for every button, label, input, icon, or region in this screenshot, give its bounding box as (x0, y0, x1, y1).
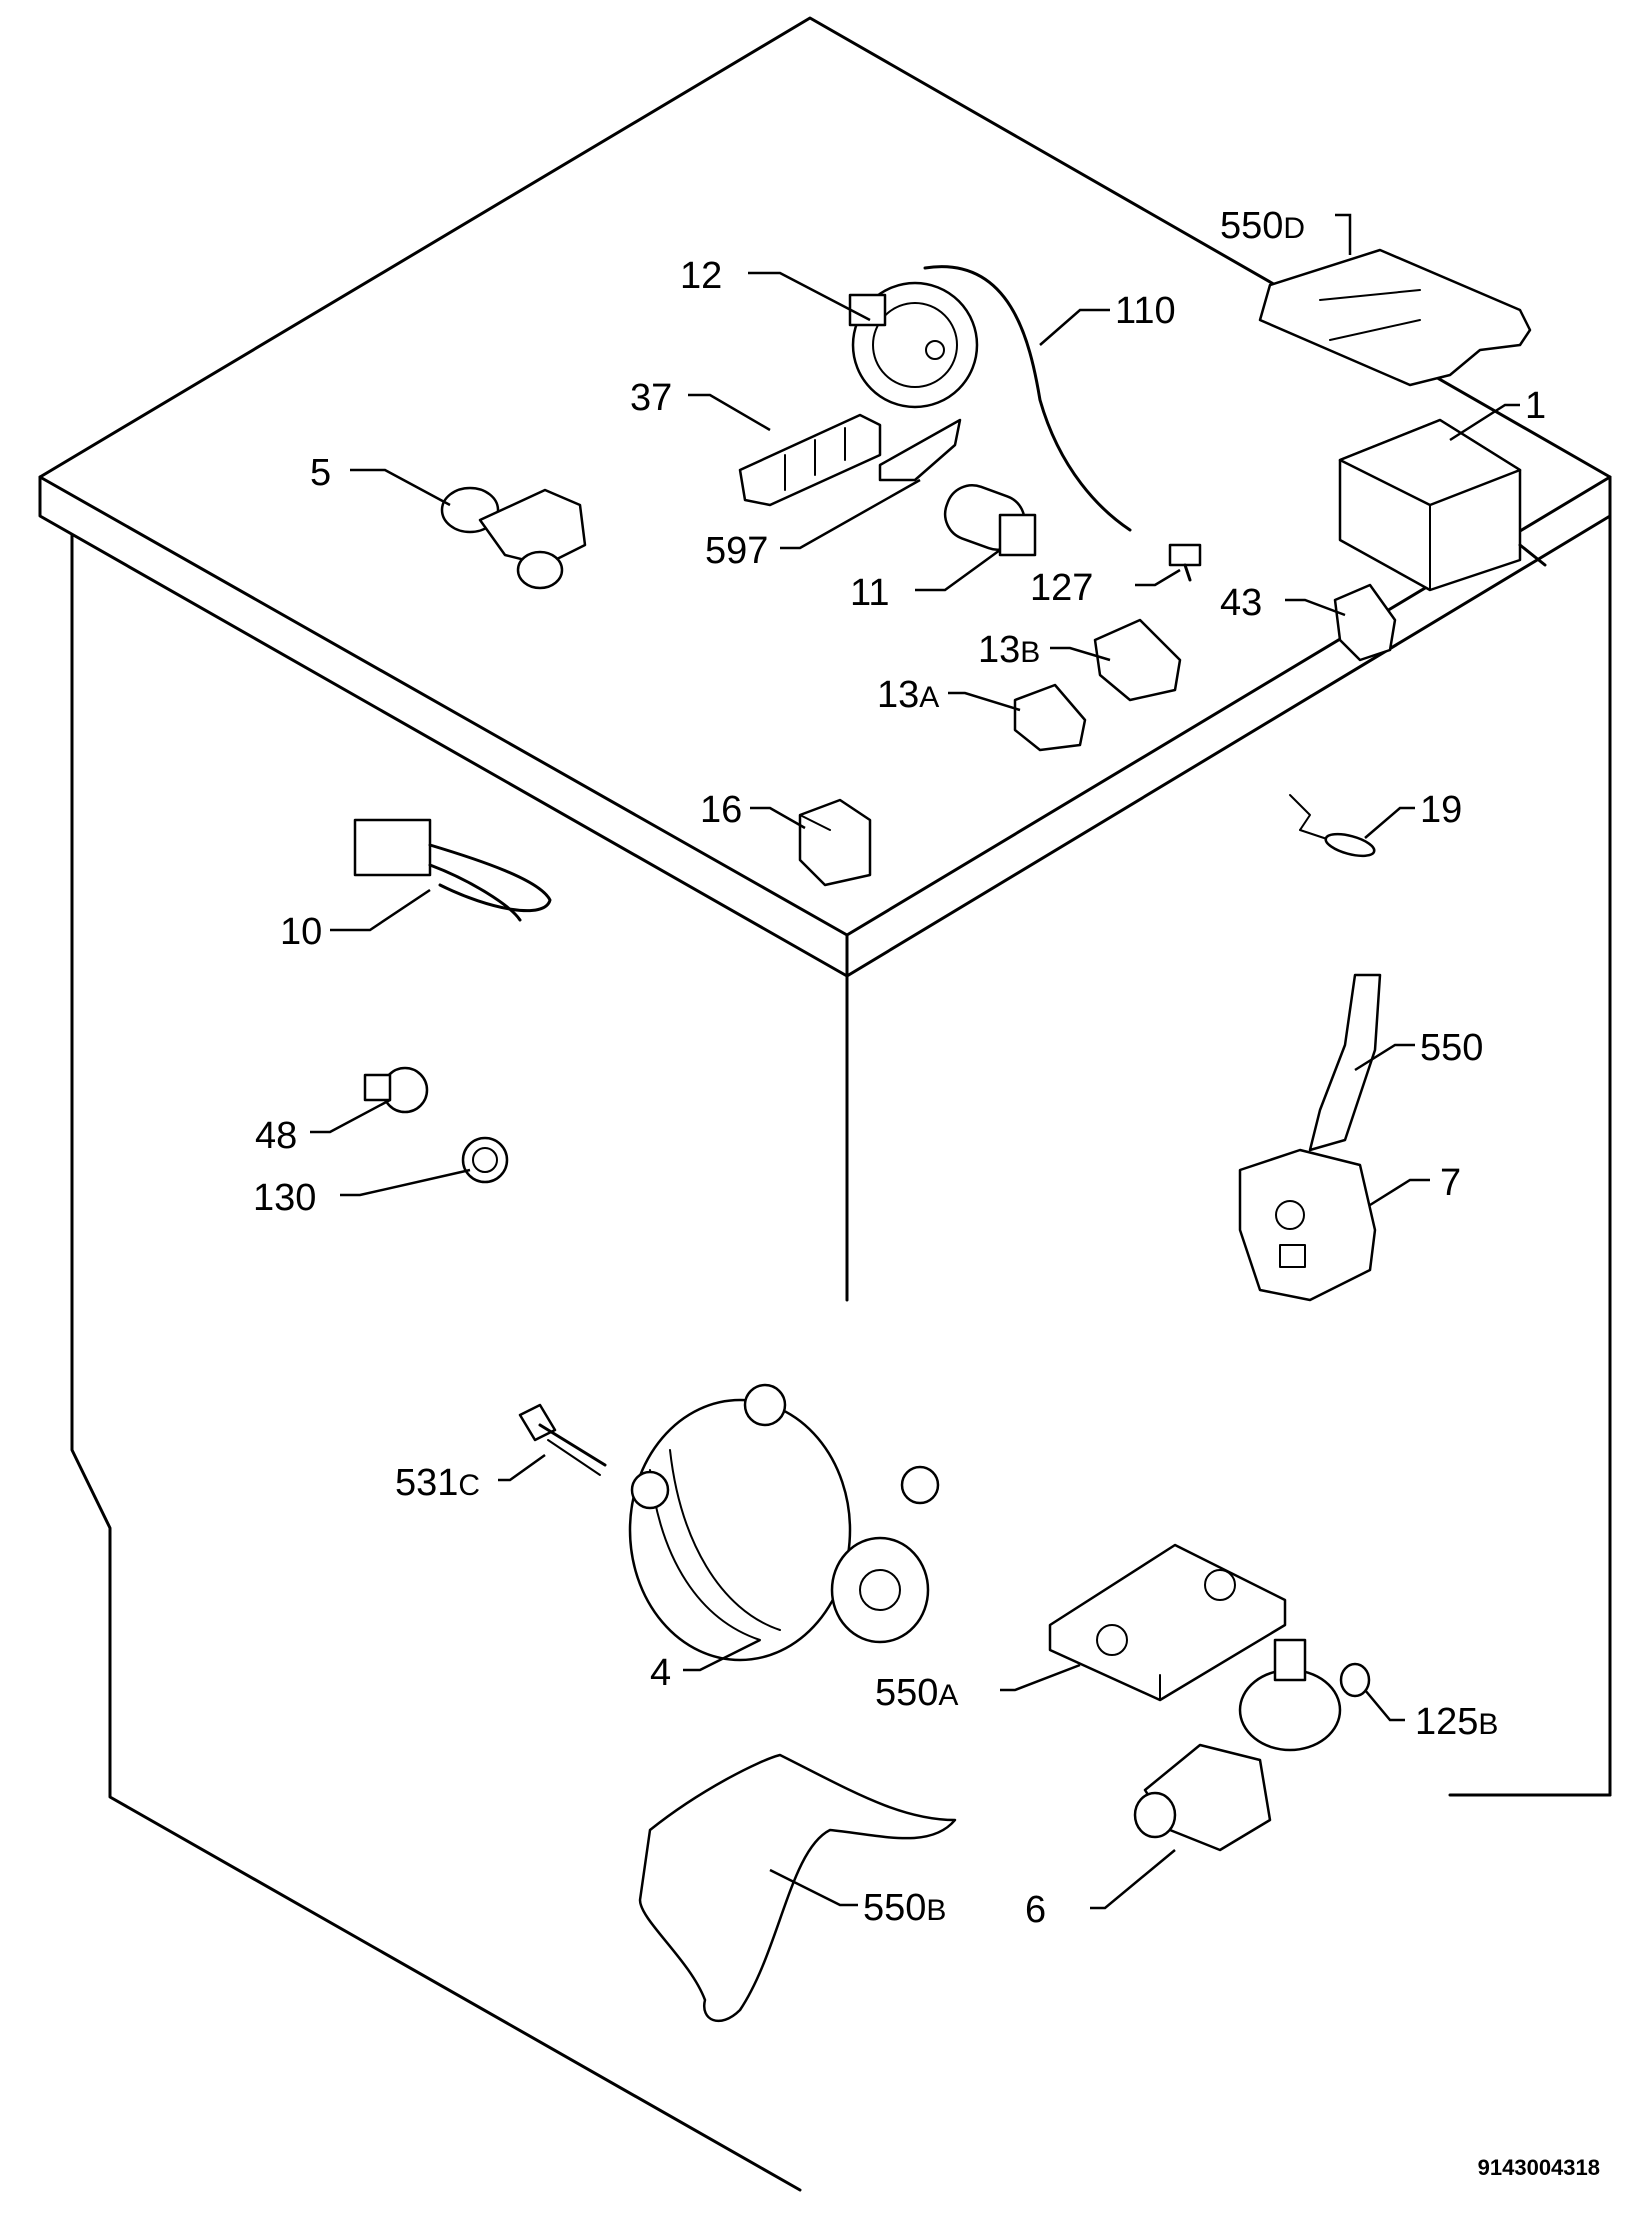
part-13b-drawing (1093, 618, 1182, 702)
callout-12: 12 (680, 255, 722, 297)
callout-16: 16 (700, 789, 742, 831)
part-12-drawing (848, 281, 979, 409)
part-7-drawing (1238, 1148, 1377, 1302)
part-550b-drawing (638, 1753, 957, 2022)
part-550a-drawing (1048, 1543, 1287, 1702)
part-130-drawing (461, 1136, 509, 1184)
callout-550a: 550A (875, 1672, 958, 1714)
callout-13b: 13B (978, 629, 1040, 671)
part-550-drawing (1308, 973, 1382, 1152)
part-43-drawing (1333, 583, 1397, 662)
part-1-drawing (1338, 418, 1547, 592)
callout-10: 10 (280, 911, 322, 953)
part-10-drawing (353, 818, 552, 922)
part-11-drawing (943, 484, 1037, 557)
callout-130: 130 (253, 1177, 316, 1219)
callout-550b: 550B (863, 1887, 946, 1929)
drawing-reference-number: 9143004318 (1478, 2155, 1600, 2180)
part-125b-drawing (1339, 1662, 1371, 1698)
callout-37: 37 (630, 377, 672, 419)
callout-110: 110 (1115, 290, 1176, 332)
callout-48: 48 (255, 1115, 297, 1157)
callout-7: 7 (1440, 1162, 1461, 1204)
callout-43: 43 (1220, 582, 1262, 624)
part-6-drawing (1133, 1638, 1342, 1852)
part-48-drawing (363, 1066, 429, 1114)
callout-11: 11 (850, 572, 889, 614)
part-19-drawing (1289, 794, 1376, 858)
callout-550d: 550D (1220, 205, 1305, 247)
part-16-drawing (798, 798, 872, 887)
leader-lines (310, 213, 1520, 1910)
callout-13a: 13A (877, 674, 939, 716)
callout-597: 597 (705, 530, 768, 572)
part-531c-drawing (518, 1403, 607, 1476)
callout-125b: 125B (1415, 1701, 1498, 1743)
callout-1: 1 (1525, 385, 1546, 427)
part-5-drawing (440, 486, 587, 590)
callout-127: 127 (1030, 567, 1093, 609)
cabinet-outline (38, 16, 1612, 2192)
part-597-drawing (878, 418, 962, 482)
part-110-drawing (923, 265, 1132, 532)
callout-6: 6 (1025, 1889, 1046, 1931)
part-550d-drawing (1258, 248, 1532, 387)
callout-550: 550 (1420, 1027, 1483, 1069)
callout-labels: 550D 1 12 110 37 5 597 11 127 43 13B 13A… (253, 205, 1546, 1931)
part-37-drawing (738, 413, 882, 507)
callout-5: 5 (310, 452, 331, 494)
callout-19: 19 (1420, 789, 1462, 831)
part-4-drawing (628, 1383, 940, 1662)
part-13a-drawing (1013, 683, 1087, 752)
callout-531c: 531C (395, 1462, 480, 1504)
part-127-drawing (1168, 543, 1202, 582)
callout-4: 4 (650, 1652, 671, 1694)
